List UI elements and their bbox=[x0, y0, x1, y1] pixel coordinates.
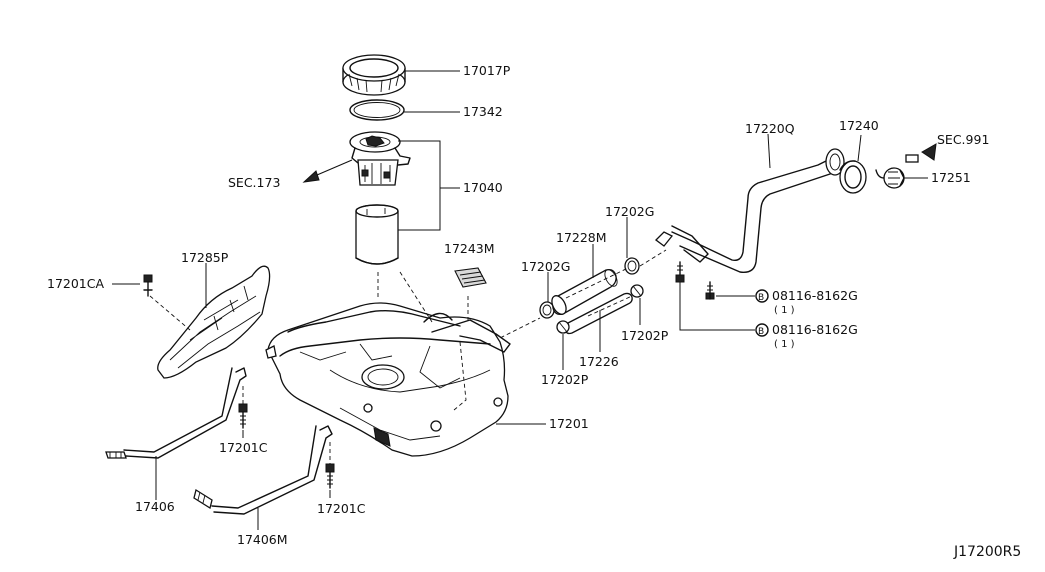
label-17017P: 17017P bbox=[463, 63, 511, 78]
label-17406M: 17406M bbox=[237, 532, 288, 547]
tank-band-17406M[interactable] bbox=[193, 425, 333, 515]
bolt-lower[interactable] bbox=[675, 261, 685, 283]
bolt-17201C-right[interactable] bbox=[325, 463, 335, 489]
label-17240: 17240 bbox=[839, 118, 879, 133]
label-bolt-upper-qty: ( 1 ) bbox=[774, 305, 795, 316]
label-17202P-upper: 17202P bbox=[621, 328, 669, 343]
diagram-id: J17200R5 bbox=[953, 544, 1021, 560]
label-17202G-upper: 17202G bbox=[605, 204, 654, 219]
bolt-upper[interactable] bbox=[705, 281, 715, 300]
sec991-arrow-icon bbox=[905, 143, 937, 163]
assembly-guide-pump bbox=[377, 271, 469, 411]
fuel-cap-17251[interactable] bbox=[875, 167, 905, 189]
bolt-17201C-left[interactable] bbox=[238, 403, 248, 429]
label-17201CA: 17201CA bbox=[47, 276, 104, 291]
label-17202G-lower: 17202G bbox=[521, 259, 570, 274]
bolt-symbol-upper-icon bbox=[755, 289, 769, 303]
label-sec991: SEC.991 bbox=[937, 132, 989, 147]
tank-band-17406[interactable] bbox=[105, 367, 247, 459]
assembly-guide-hoses bbox=[487, 249, 667, 345]
label-17243M: 17243M bbox=[444, 241, 495, 256]
bolt-symbol-upper: B bbox=[758, 293, 764, 303]
leader-17240 bbox=[857, 134, 862, 162]
label-sec173: SEC.173 bbox=[228, 175, 280, 190]
label-bolt-lower-qty: ( 1 ) bbox=[774, 339, 795, 350]
label-17040: 17040 bbox=[463, 180, 503, 195]
hose-clamp-17202P-upper[interactable] bbox=[630, 284, 644, 298]
label-17406: 17406 bbox=[135, 499, 175, 514]
label-17251: 17251 bbox=[931, 170, 971, 185]
label-17285P: 17285P bbox=[181, 250, 229, 265]
bolt-symbol-lower-icon bbox=[755, 323, 769, 337]
label-17226: 17226 bbox=[579, 354, 619, 369]
fuel-pump-17040[interactable] bbox=[349, 131, 411, 265]
hose-clamp-17202G-lower[interactable] bbox=[539, 301, 555, 319]
pad-17243M[interactable] bbox=[454, 267, 487, 288]
label-17201C-left: 17201C bbox=[219, 440, 268, 455]
sec173-arrow-icon bbox=[302, 159, 353, 183]
assembly-guide-clip bbox=[149, 295, 191, 331]
lock-ring-17017P[interactable] bbox=[342, 54, 406, 96]
gasket-17342[interactable] bbox=[349, 99, 405, 121]
label-17220Q: 17220Q bbox=[745, 121, 795, 136]
hose-clamp-17202P-lower[interactable] bbox=[556, 320, 570, 334]
heat-insulator-17285P[interactable] bbox=[157, 265, 271, 379]
leader-bolt-lower bbox=[679, 282, 755, 331]
filler-hose-17228M[interactable] bbox=[549, 268, 620, 317]
leader-17040 bbox=[398, 140, 460, 231]
fuel-tank-17201[interactable] bbox=[265, 302, 511, 457]
filler-tube-17220Q[interactable] bbox=[655, 148, 845, 273]
label-17202P-lower: 17202P bbox=[541, 372, 589, 387]
filler-ring-17240[interactable] bbox=[839, 160, 867, 194]
label-17342: 17342 bbox=[463, 104, 503, 119]
label-17228M: 17228M bbox=[556, 230, 607, 245]
bolt-symbol-lower: B bbox=[758, 327, 764, 337]
leader-17220Q bbox=[767, 133, 771, 169]
clip-17201CA[interactable] bbox=[143, 274, 153, 297]
label-17201C-right: 17201C bbox=[317, 501, 366, 516]
hose-clamp-17202G-upper[interactable] bbox=[624, 257, 640, 275]
label-bolt-upper-code: 08116-8162G bbox=[772, 288, 858, 303]
label-bolt-lower-code: 08116-8162G bbox=[772, 322, 858, 337]
label-17201: 17201 bbox=[549, 416, 589, 431]
